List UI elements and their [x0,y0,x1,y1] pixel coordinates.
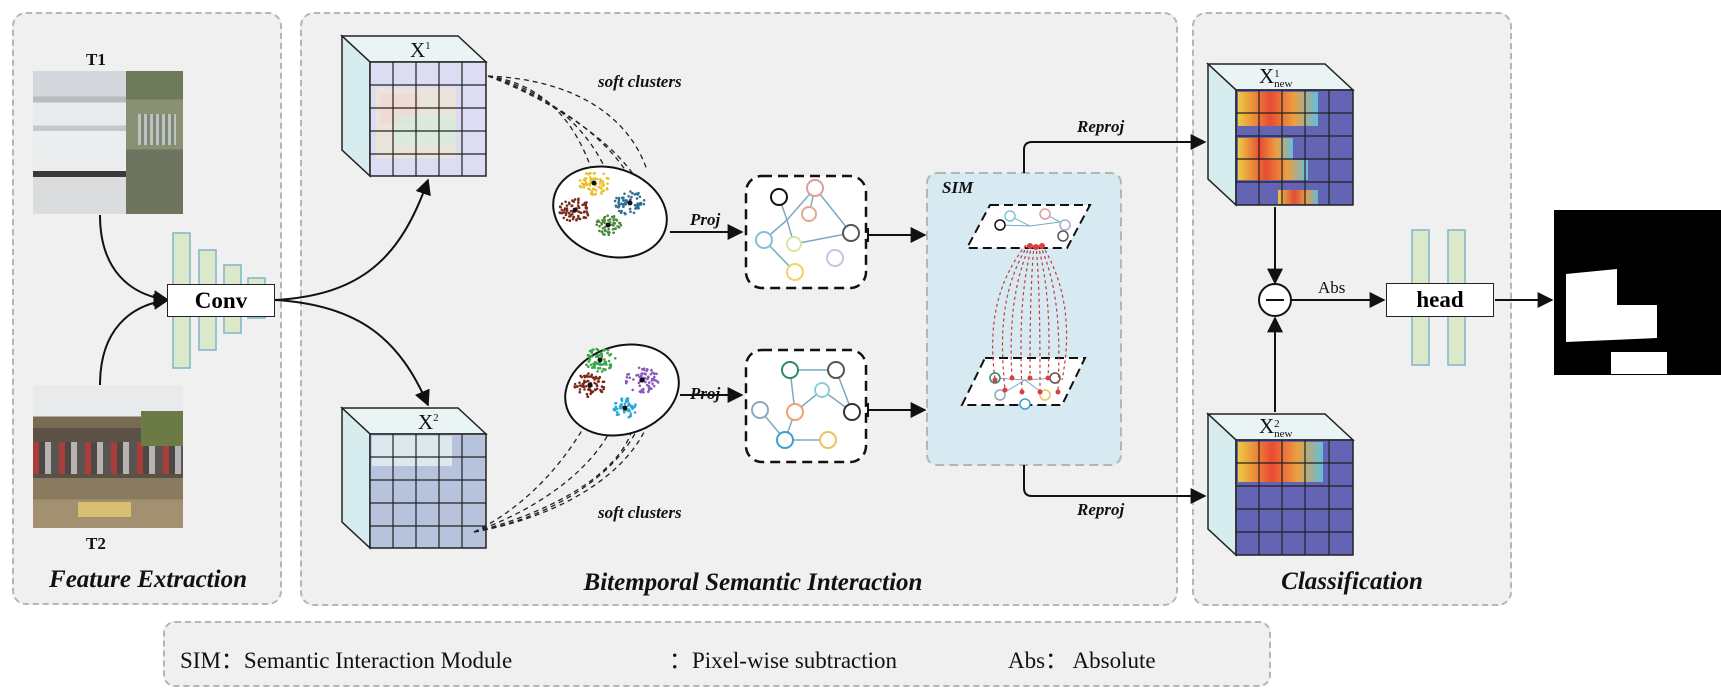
xnew2-main: X [1259,414,1275,438]
cube-x1 [340,34,488,178]
cluster-points-top [558,172,646,236]
t1-label: T1 [86,50,106,69]
subtraction-node [1258,283,1292,317]
t2-label: T2 [86,534,106,553]
xnew1-main: X [1259,64,1275,88]
image-t2 [33,385,183,528]
xnew2-sup: 2 [1274,418,1280,430]
abs-label: Abs [1318,278,1346,297]
sim-module [926,172,1122,466]
x1-main: X [410,38,426,62]
cluster-ellipse-bottom [564,343,680,437]
cube-x2 [340,406,488,550]
x2-sup: 2 [433,412,439,424]
legend-box [163,621,1271,687]
cluster-points-bottom [573,347,660,419]
x1-label: X1 [410,38,431,63]
reproj-top-label: Reproj [1077,117,1125,136]
graph-bottom [744,348,868,464]
cluster-ellipse-top [552,165,668,259]
reproj-bottom-label: Reproj [1077,500,1125,519]
graph-top [744,174,868,290]
classification-title: Classification [1281,568,1423,595]
proj-top-label: Proj [690,210,721,229]
image-t1 [33,71,183,214]
x1-sup: 1 [425,40,431,52]
cube-xnew1 [1206,62,1355,207]
proj-bottom-label: Proj [690,384,721,403]
soft-clusters-bottom-label: soft clusters [598,503,682,522]
xnew1-sub: new [1274,78,1293,90]
xnew1-sup: 1 [1274,68,1280,80]
legend-subtraction: ：Pixel-wise subtraction [669,648,898,673]
legend-sim: SIM：Semantic Interaction Module [180,648,513,673]
xnew2-sub: new [1274,428,1293,440]
x2-label: X2 [418,410,439,435]
semantic-interaction-title: Bitemporal Semantic Interaction [583,569,923,596]
soft-clusters-top-label: soft clusters [598,72,682,91]
head-box: head [1386,283,1494,317]
change-map-output [1554,210,1721,375]
feature-extraction-title: Feature Extraction [49,566,247,593]
conv-box: Conv [167,284,275,317]
x2-main: X [418,410,434,434]
legend-abs: Abs： Absolute [1008,648,1156,673]
sim-label: SIM [942,178,974,197]
cube-xnew2 [1206,412,1355,557]
